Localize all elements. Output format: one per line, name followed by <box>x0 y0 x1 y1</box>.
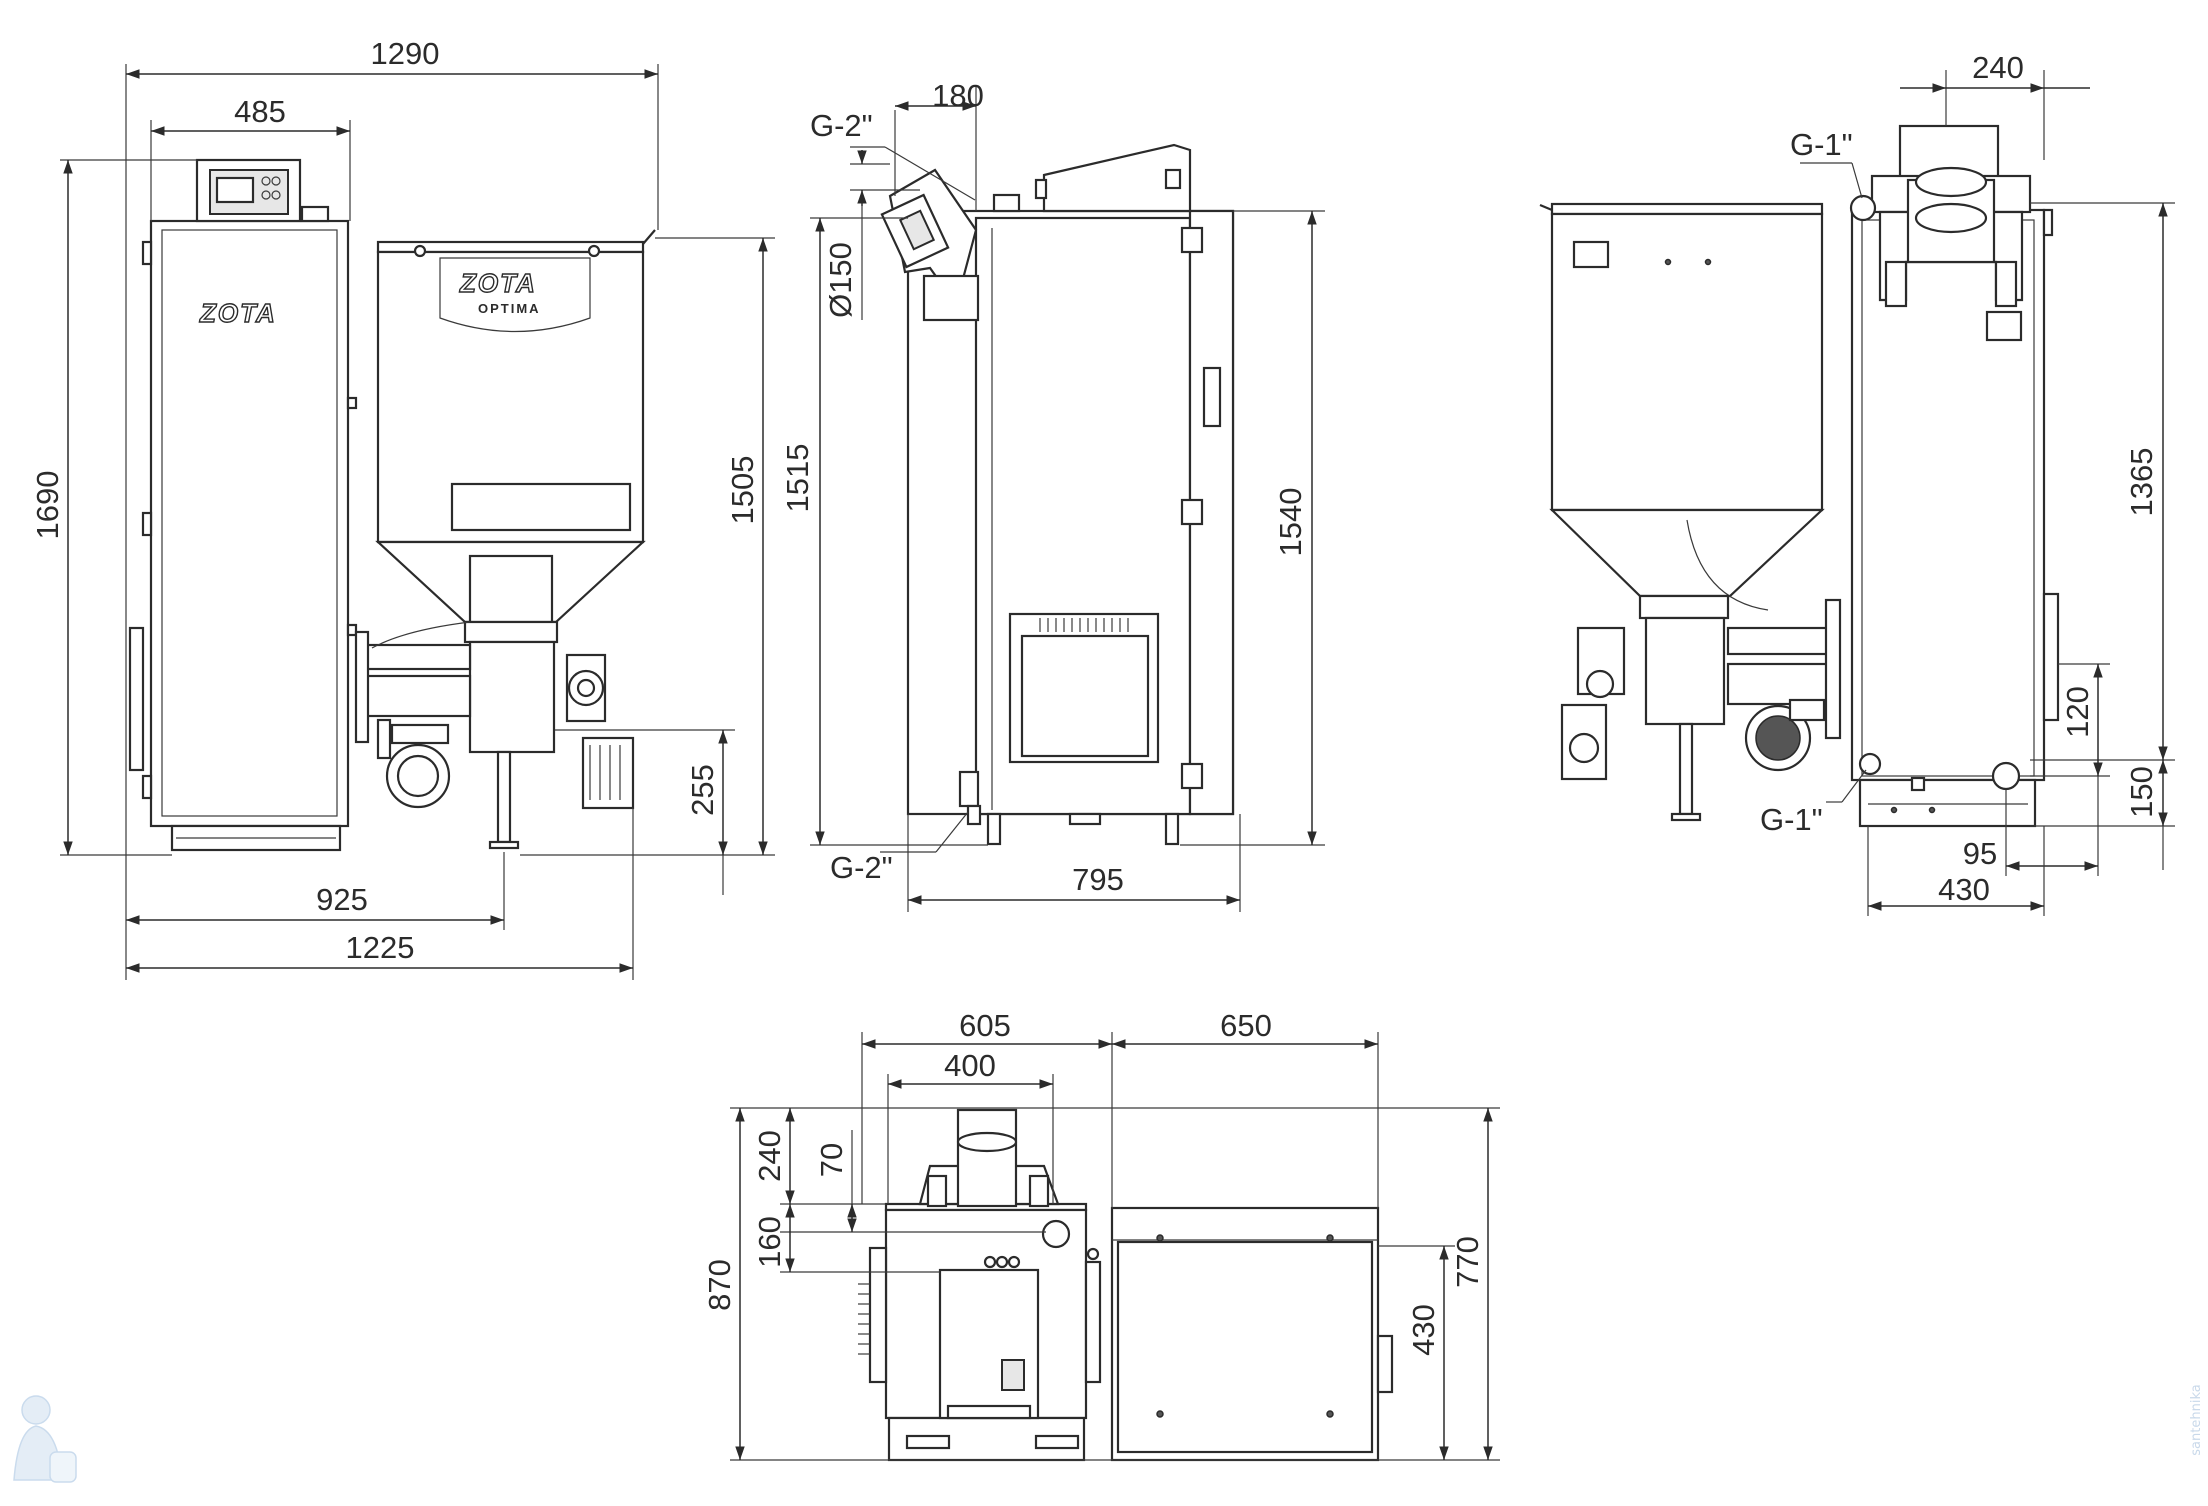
rear-fan-icon <box>1744 698 1826 772</box>
rear-view: 240 G-1" 1365 120 150 G-1" 95 430 <box>1539 50 2175 916</box>
flue-pipe-icon <box>880 168 980 322</box>
top-view: 605 400 650 870 240 70 160 770 430 <box>702 1008 1500 1462</box>
dim-rear-top-offset: 240 <box>1972 50 2024 85</box>
label-rear-supply-thread: G-1" <box>1790 127 1853 162</box>
dim-front-auger-height: 255 <box>685 764 720 816</box>
dim-front-height: 1690 <box>30 471 65 540</box>
dim-top-160: 160 <box>752 1216 787 1268</box>
top-flue-icon <box>918 1108 1060 1208</box>
dim-front-auger-offset: 925 <box>316 882 368 917</box>
dim-top-70: 70 <box>814 1143 849 1177</box>
hopper-brand-logo: ZOTA <box>459 268 537 298</box>
dim-top-depth: 870 <box>702 1259 737 1311</box>
dim-side-flue-offset: 180 <box>932 78 984 113</box>
dim-rear-port-height: 120 <box>2060 686 2095 738</box>
dim-top-boiler-width: 605 <box>959 1008 1011 1043</box>
rear-auger-motor-icon <box>1560 626 1626 781</box>
rear-flue-collar-icon <box>1849 124 2032 308</box>
dim-side-depth: 795 <box>1072 862 1124 897</box>
dim-top-240: 240 <box>752 1130 787 1182</box>
side-view: 180 G-2" Ø150 1515 1540 795 G-2" <box>780 78 1325 912</box>
dim-top-flue-width: 400 <box>944 1048 996 1083</box>
dim-rear-port-offset: 95 <box>1963 836 1997 871</box>
control-panel-icon <box>195 158 330 223</box>
dim-side-height: 1540 <box>1273 488 1308 557</box>
fan-icon <box>376 718 451 809</box>
dim-top-handle-depth: 430 <box>1406 1304 1441 1356</box>
auger-motor-icon <box>565 653 635 810</box>
dim-side-flue-diameter: Ø150 <box>823 242 858 318</box>
dim-rear-base-depth: 430 <box>1938 872 1990 907</box>
dim-top-hopper-width: 650 <box>1220 1008 1272 1043</box>
top-vent-icon <box>858 1283 870 1355</box>
label-rear-return-thread: G-1" <box>1760 802 1823 837</box>
dim-top-hopper-depth: 770 <box>1450 1236 1485 1288</box>
dim-rear-return-height: 150 <box>2124 766 2159 818</box>
label-side-flue-thread: G-2" <box>810 108 873 143</box>
dim-front-base-width: 1225 <box>346 930 415 965</box>
dim-front-overall-width: 1290 <box>371 36 440 71</box>
grille-icon <box>1039 618 1129 632</box>
dim-front-control-width: 485 <box>234 94 286 129</box>
hopper-model-label: OPTIMA <box>478 301 541 316</box>
plumber-mascot-icon <box>13 1395 77 1483</box>
dim-rear-supply-height: 1365 <box>2124 448 2159 517</box>
dim-side-flue-height: 1515 <box>780 444 815 513</box>
front-view: ZOTA ZOTA OPTIMA <box>30 36 775 980</box>
front-brand-logo: ZOTA <box>199 298 277 328</box>
dim-front-hopper-height: 1505 <box>725 456 760 525</box>
label-side-return-thread: G-2" <box>830 850 893 885</box>
watermark-text: santehnika <box>2189 1384 2204 1455</box>
